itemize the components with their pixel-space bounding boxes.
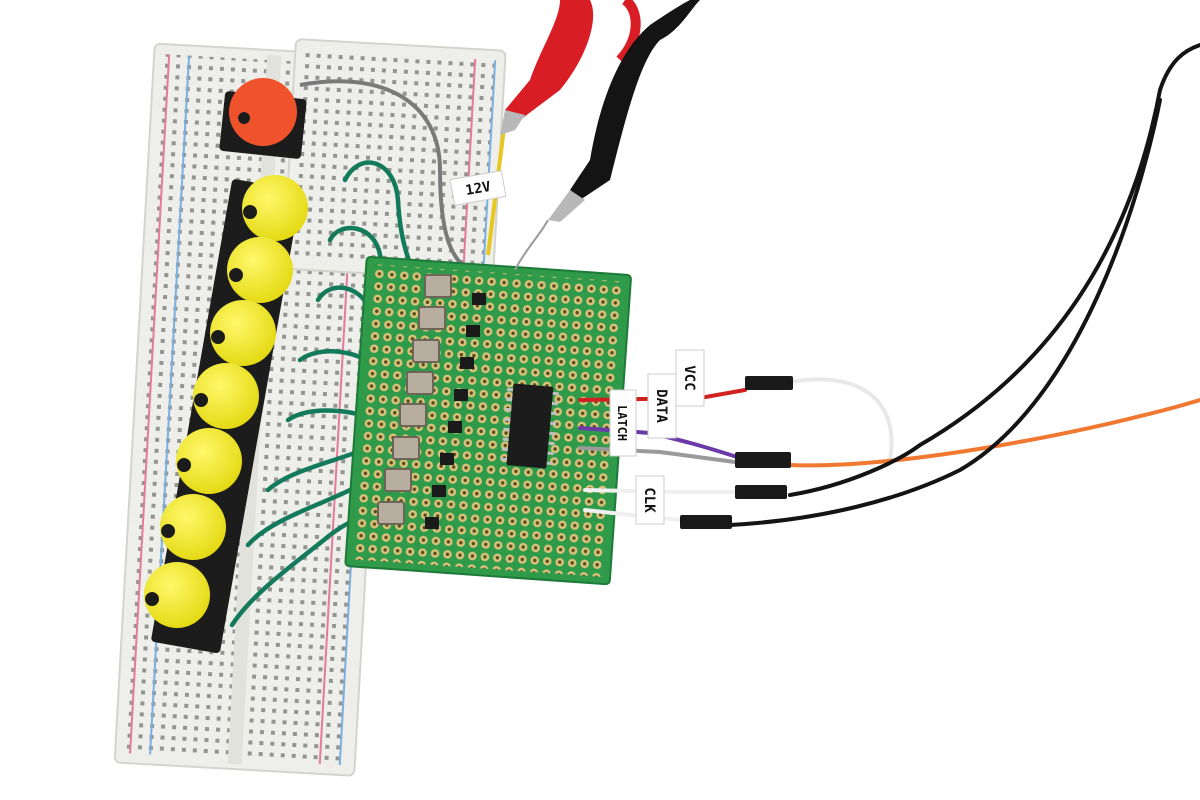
label-latch: LATCH xyxy=(609,389,637,457)
black-alligator-clip xyxy=(548,0,700,222)
label-vcc-text: VCC xyxy=(681,365,697,390)
label-12v: 12V xyxy=(449,170,507,206)
clip-lead-wire xyxy=(514,219,549,271)
label-clk: CLK xyxy=(635,475,665,525)
main-push-button xyxy=(219,78,307,159)
output-wires xyxy=(578,43,1200,527)
yellow-button xyxy=(242,175,308,241)
label-clk-text: CLK xyxy=(641,487,657,513)
sensor-pads xyxy=(377,274,452,525)
label-data: DATA xyxy=(647,373,677,439)
red-alligator-clip xyxy=(500,0,641,135)
breadboard-upper xyxy=(282,38,507,282)
shift-register-ic xyxy=(500,383,559,469)
yellow-button xyxy=(176,428,242,494)
yellow-button xyxy=(210,300,276,366)
yellow-button xyxy=(160,494,226,560)
label-vcc: VCC xyxy=(675,349,705,407)
yellow-button xyxy=(227,237,293,303)
perfboard-pcb xyxy=(344,255,632,586)
yellow-button xyxy=(193,363,259,429)
yellow-button xyxy=(144,562,210,628)
yellow-button-row xyxy=(144,175,308,654)
label-data-text: DATA xyxy=(653,389,669,423)
dupont-connectors xyxy=(680,376,793,529)
gray-wire xyxy=(299,79,471,272)
label-latch-text: LATCH xyxy=(615,405,629,441)
label-12v-text: 12V xyxy=(464,179,492,199)
smd-chips xyxy=(425,293,486,529)
